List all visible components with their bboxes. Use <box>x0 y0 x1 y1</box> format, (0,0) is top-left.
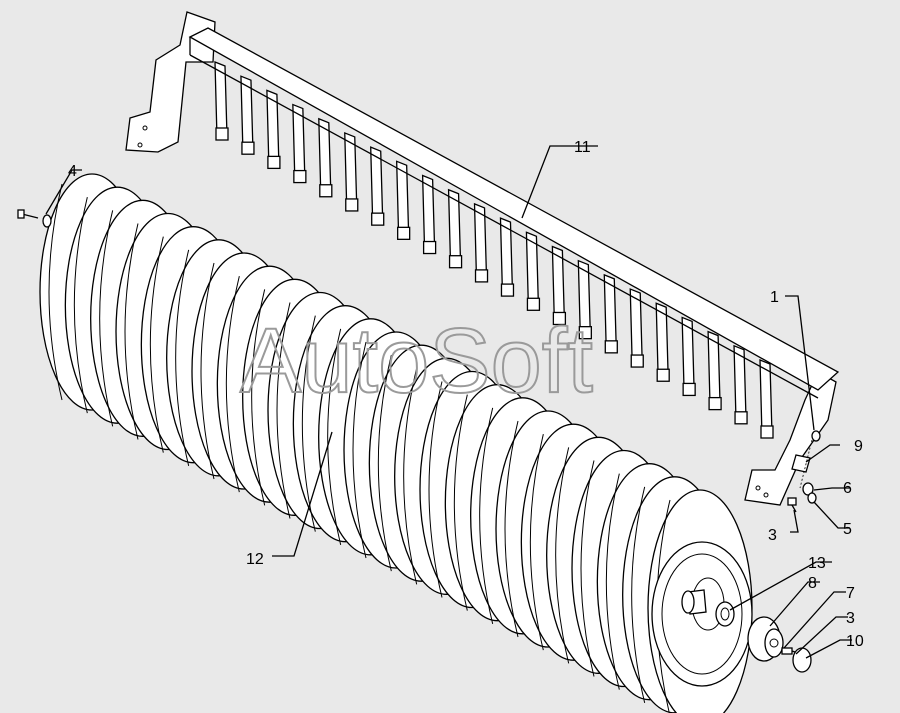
callout-6: 6 <box>843 480 852 497</box>
scraper-tooth <box>370 146 385 226</box>
scraper-tooth <box>681 316 696 397</box>
main-beam <box>188 27 840 391</box>
scraper-teeth <box>214 61 774 439</box>
callout-3-upper: 3 <box>768 527 777 544</box>
callout-11: 11 <box>574 139 591 156</box>
scraper-tooth <box>447 188 463 269</box>
callout-labels: 11 4 1 9 6 5 3 12 13 8 7 3 10 <box>68 139 864 650</box>
roller-hub <box>651 541 753 687</box>
scraper-tooth <box>551 245 567 326</box>
cap-10 <box>792 647 812 673</box>
scraper-tooth <box>344 131 359 212</box>
scraper-tooth <box>629 288 644 368</box>
bracket-9 <box>791 430 821 489</box>
callout-8: 8 <box>808 575 817 592</box>
callout-4: 4 <box>68 163 77 180</box>
washer-13 <box>715 601 735 627</box>
scraper-tooth <box>655 302 670 382</box>
right-end-plate <box>744 371 837 506</box>
scraper-tooth <box>733 344 748 425</box>
scraper-tooth <box>525 231 541 311</box>
callout-10: 10 <box>846 633 864 650</box>
callout-13: 13 <box>808 555 826 572</box>
scraper-tooth <box>421 174 437 255</box>
leader-lines <box>45 145 852 659</box>
callout-1: 1 <box>770 289 779 306</box>
scraper-tooth <box>499 217 515 297</box>
scraper-tooth <box>292 103 307 184</box>
bolt-3-upper <box>787 497 797 513</box>
watermark: AutoSoft <box>240 310 593 412</box>
scraper-tooth <box>759 359 774 439</box>
bearing-8 <box>747 616 784 662</box>
scraper-tooth <box>707 330 722 411</box>
scraper-tooth <box>318 117 333 198</box>
callout-3-lower: 3 <box>846 610 855 627</box>
callout-9: 9 <box>854 438 863 455</box>
nut-6-washer-5 <box>802 482 817 504</box>
scraper-tooth <box>266 89 281 170</box>
callout-12: 12 <box>246 551 264 568</box>
callout-7: 7 <box>846 585 855 602</box>
scraper-tooth <box>473 202 489 283</box>
scraper-tooth <box>603 273 618 354</box>
scraper-tooth <box>577 259 592 340</box>
scraper-frame <box>125 11 840 506</box>
left-end-plate <box>125 11 216 153</box>
roller <box>39 173 753 713</box>
scraper-tooth <box>240 75 255 155</box>
callout-5: 5 <box>843 521 852 538</box>
scraper-tooth <box>214 61 229 141</box>
scraper-tooth <box>395 160 411 240</box>
bolt-4 <box>17 209 52 228</box>
